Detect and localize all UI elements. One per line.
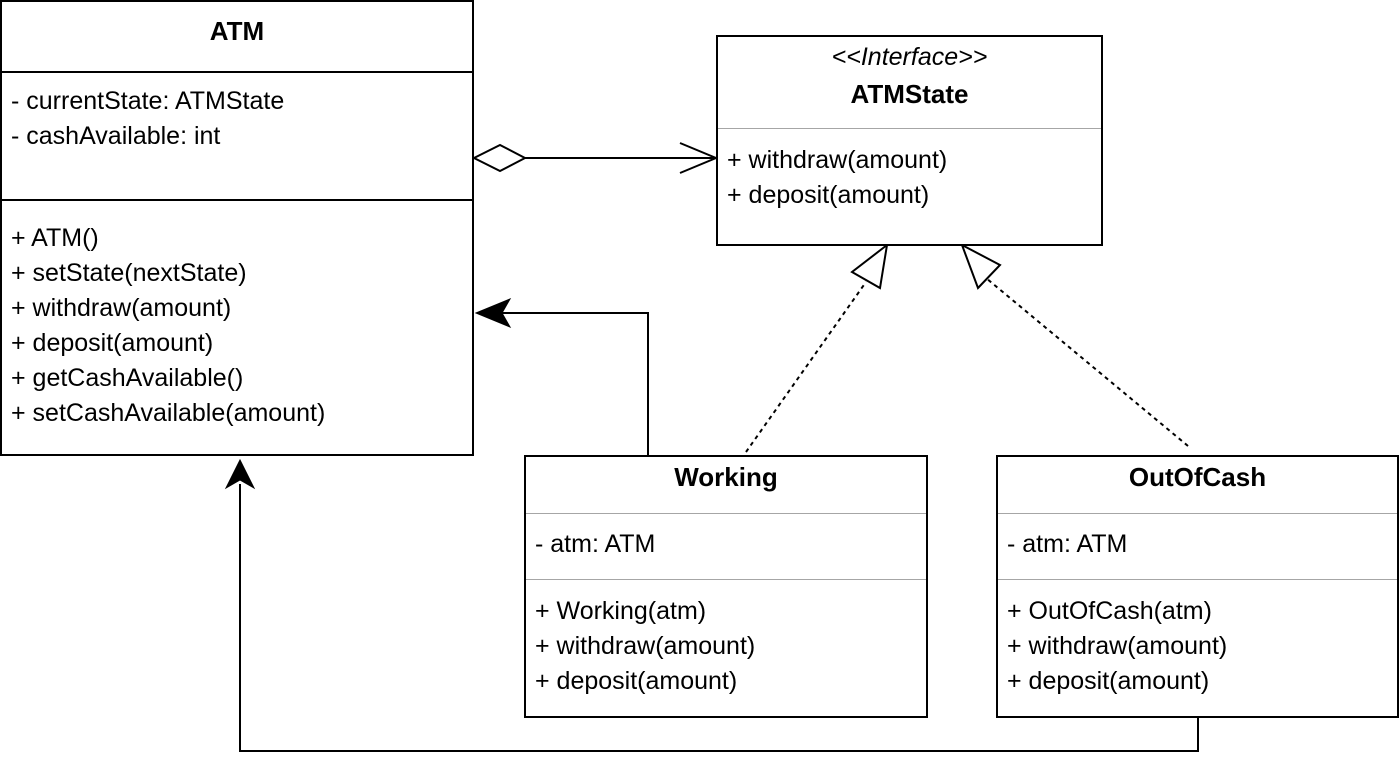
method-constructor: + Working(atm)	[535, 597, 707, 625]
attributes-section: - currentState: ATMState - cashAvailable…	[2, 84, 472, 154]
divider	[998, 579, 1397, 580]
method-set-state: + setState(nextState)	[11, 259, 247, 287]
filled-arrow-head-outofcash	[224, 458, 256, 490]
method-withdraw: + withdraw(amount)	[727, 146, 948, 174]
divider	[2, 199, 472, 201]
method-deposit: + deposit(amount)	[535, 667, 738, 695]
method-constructor: + OutOfCash(atm)	[1007, 597, 1212, 625]
method-withdraw: + withdraw(amount)	[535, 632, 756, 660]
filled-arrow-head-working	[474, 297, 512, 329]
realization-line-working	[745, 281, 867, 453]
divider	[2, 71, 472, 73]
method-withdraw: + withdraw(amount)	[11, 294, 232, 322]
method-get-cash-available: + getCashAvailable()	[11, 364, 244, 392]
divider	[526, 579, 926, 580]
methods-section: + ATM() + setState(nextState) + withdraw…	[2, 221, 472, 431]
attribute-atm: - atm: ATM	[1007, 530, 1128, 558]
association-line-working	[500, 312, 649, 455]
attributes-section: - atm: ATM	[526, 527, 926, 562]
methods-section: + Working(atm) + withdraw(amount) + depo…	[526, 594, 926, 699]
methods-section: + withdraw(amount) + deposit(amount)	[718, 143, 1101, 213]
divider	[526, 513, 926, 514]
stereotype-label: <<Interface>>	[831, 43, 988, 71]
class-name-atm-state: ATMState	[850, 79, 969, 109]
class-atm[interactable]: ATM - currentState: ATMState - cashAvail…	[0, 0, 474, 456]
interface-atm-state[interactable]: <<Interface>> ATMState + withdraw(amount…	[716, 35, 1103, 246]
method-deposit: + deposit(amount)	[1007, 667, 1210, 695]
methods-section: + OutOfCash(atm) + withdraw(amount) + de…	[998, 594, 1397, 699]
method-set-cash-available: + setCashAvailable(amount)	[11, 399, 326, 427]
method-deposit: + deposit(amount)	[727, 181, 930, 209]
class-name-working: Working	[674, 462, 778, 492]
attribute-cash-available: - cashAvailable: int	[11, 122, 221, 150]
method-deposit: + deposit(amount)	[11, 329, 214, 357]
attribute-current-state: - currentState: ATMState	[11, 87, 285, 115]
realization-triangle-working	[850, 242, 889, 290]
attribute-atm: - atm: ATM	[535, 530, 656, 558]
attributes-section: - atm: ATM	[998, 527, 1397, 562]
class-name-out-of-cash: OutOfCash	[1128, 462, 1267, 492]
realization-triangle-outofcash	[960, 242, 1002, 290]
divider	[718, 128, 1101, 129]
method-withdraw: + withdraw(amount)	[1007, 632, 1228, 660]
aggregation-diamond	[471, 143, 528, 173]
class-working[interactable]: Working - atm: ATM + Working(atm) + with…	[524, 455, 928, 718]
realization-line-outofcash	[985, 277, 1189, 447]
method-constructor: + ATM()	[11, 224, 99, 252]
class-out-of-cash[interactable]: OutOfCash - atm: ATM + OutOfCash(atm) + …	[996, 455, 1399, 718]
divider	[998, 513, 1397, 514]
class-name-atm: ATM	[209, 16, 265, 46]
association-line-outofcash	[239, 484, 1199, 752]
